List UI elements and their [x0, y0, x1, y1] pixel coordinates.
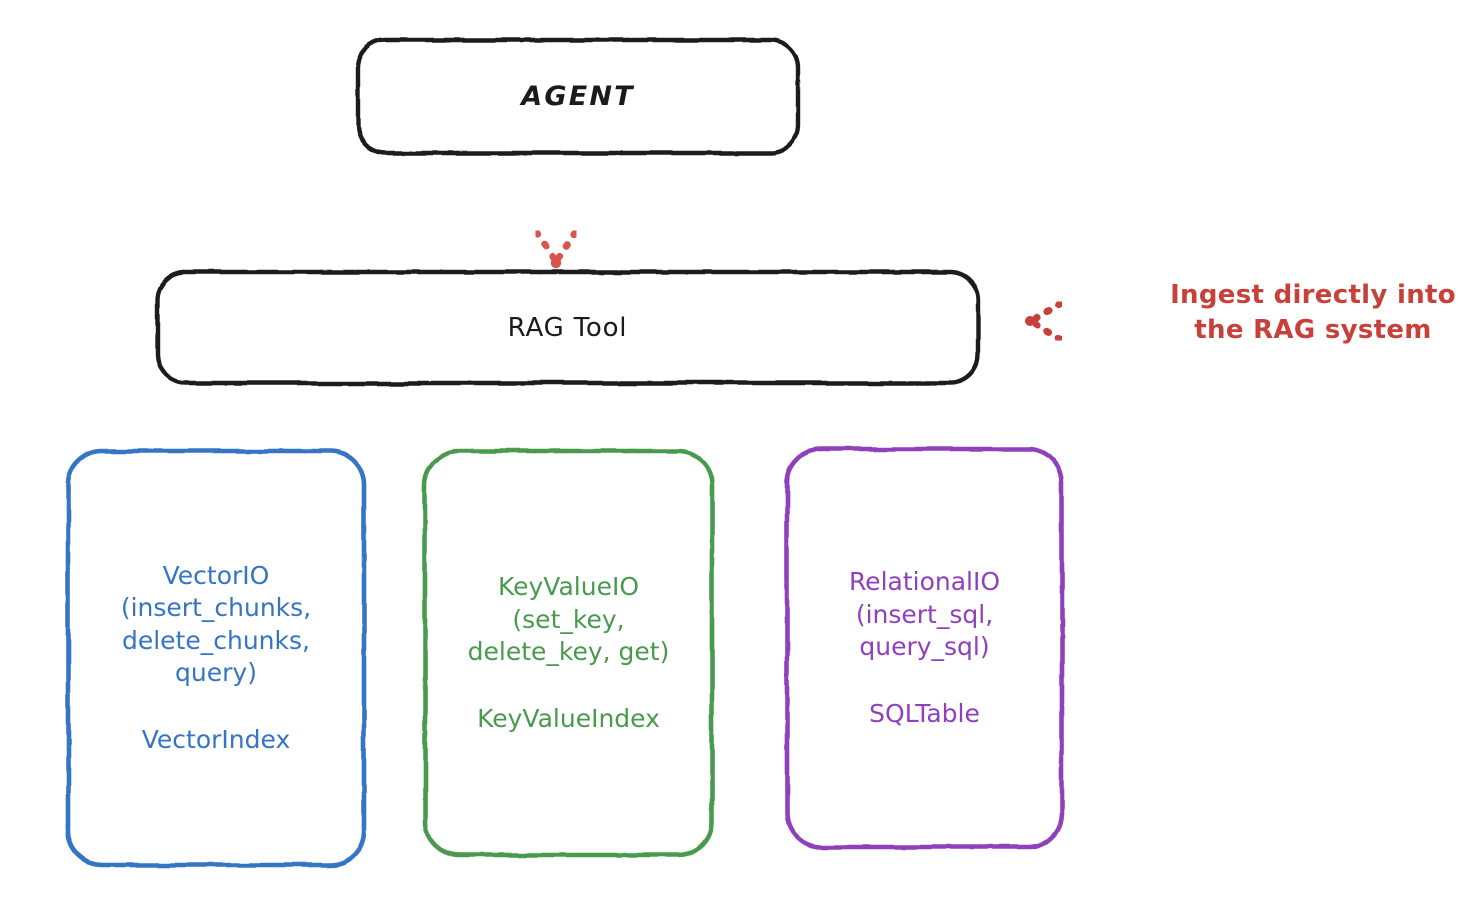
- vector-io-title: VectorIO (insert_chunks, delete_chunks, …: [120, 560, 312, 688]
- key-value-index-label: KeyValueIndex: [477, 703, 660, 733]
- key-value-io-box-outline[interactable]: [422, 448, 715, 858]
- vector-io-box-outline[interactable]: [65, 448, 367, 868]
- ingest-annotation-text: Ingest directly into the RAG system: [1170, 280, 1456, 345]
- vector-index-label: VectorIndex: [141, 724, 291, 754]
- relational-io-title: RelationalIO (insert_sql, query_sql): [848, 567, 1001, 661]
- sql-table-label: SQLTable: [869, 698, 980, 728]
- key-value-io-title: KeyValueIO (set_key, delete_key, get): [467, 572, 670, 666]
- agent-to-rag-connector: [533, 164, 579, 269]
- rag-tool-node[interactable]: RAG Tool: [157, 272, 978, 383]
- relational-io-box-outline[interactable]: [784, 446, 1065, 850]
- agent-label: AGENT: [521, 81, 635, 112]
- rag-tool-box-outline[interactable]: [154, 269, 981, 386]
- relational-io-node[interactable]: RelationalIO (insert_sql, query_sql) SQL…: [787, 449, 1062, 847]
- vector-io-node[interactable]: VectorIO (insert_chunks, delete_chunks, …: [68, 451, 364, 865]
- agent-node[interactable]: AGENT: [358, 40, 798, 153]
- ingest-annotation-connector: [1025, 299, 1134, 343]
- agent-box-outline[interactable]: [355, 37, 801, 156]
- rag-tool-label: RAG Tool: [507, 312, 628, 343]
- key-value-io-node[interactable]: KeyValueIO (set_key, delete_key, get) Ke…: [425, 451, 712, 855]
